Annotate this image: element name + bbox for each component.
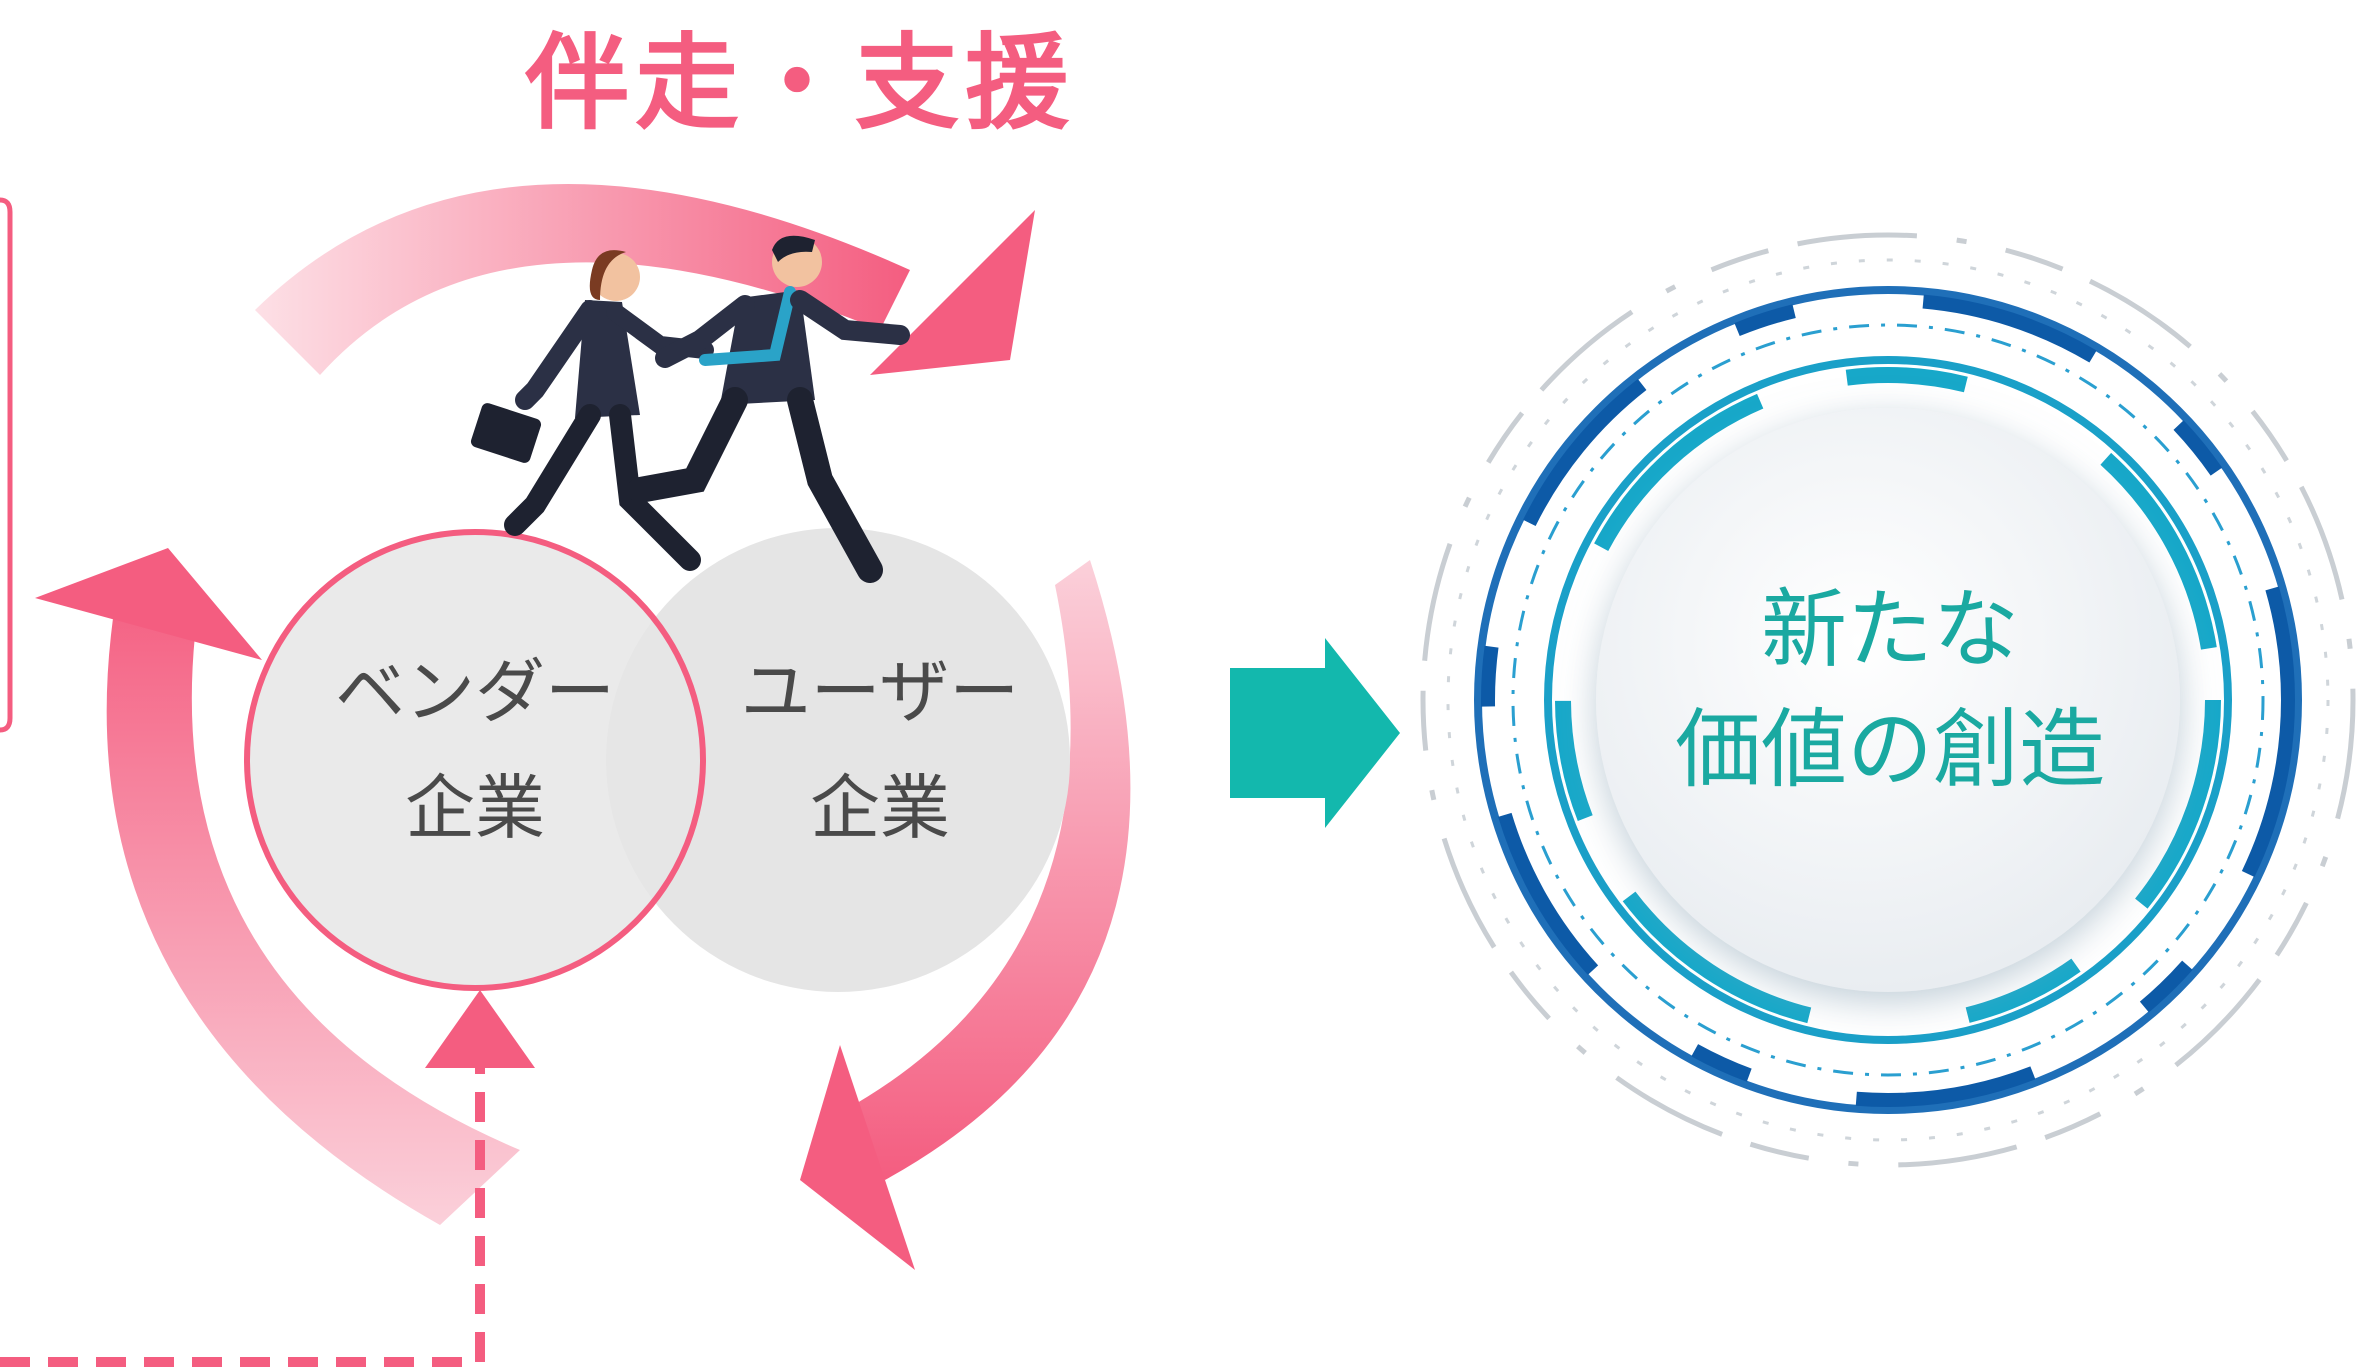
value-ring-icon bbox=[1420, 232, 2356, 1168]
page-title: 伴走・支援 bbox=[524, 22, 1075, 144]
right-arrow-icon bbox=[1230, 638, 1400, 828]
user-label-line2: 企業 bbox=[810, 767, 950, 849]
side-frame-bracket bbox=[0, 197, 13, 733]
value-label-line2: 価値の創造 bbox=[1675, 700, 2105, 800]
feedback-dashed-arrow bbox=[0, 990, 535, 1367]
new-value-label: 新たな 価値の創造 bbox=[1560, 570, 2220, 810]
vendor-company-circle bbox=[244, 529, 706, 991]
user-company-label: ユーザー 企業 bbox=[610, 642, 1150, 858]
value-label-line1: 新たな bbox=[1761, 580, 2019, 680]
running-businesspeople-icon bbox=[470, 235, 910, 583]
user-company-circle bbox=[606, 528, 1070, 992]
cycle-arrow-top-head bbox=[870, 210, 1035, 375]
cycle-arrow-top-band bbox=[255, 184, 910, 375]
vendor-label-line2: 企業 bbox=[405, 767, 545, 849]
vendor-label-line1: ベンダー bbox=[335, 651, 615, 733]
vendor-company-label: ベンダー 企業 bbox=[205, 642, 745, 858]
user-label-line1: ユーザー bbox=[740, 651, 1020, 733]
cycle-arrow-right-band bbox=[845, 560, 1131, 1180]
cycle-arrow-left-head bbox=[35, 548, 262, 660]
cycle-arrow-right-head bbox=[800, 1045, 915, 1270]
